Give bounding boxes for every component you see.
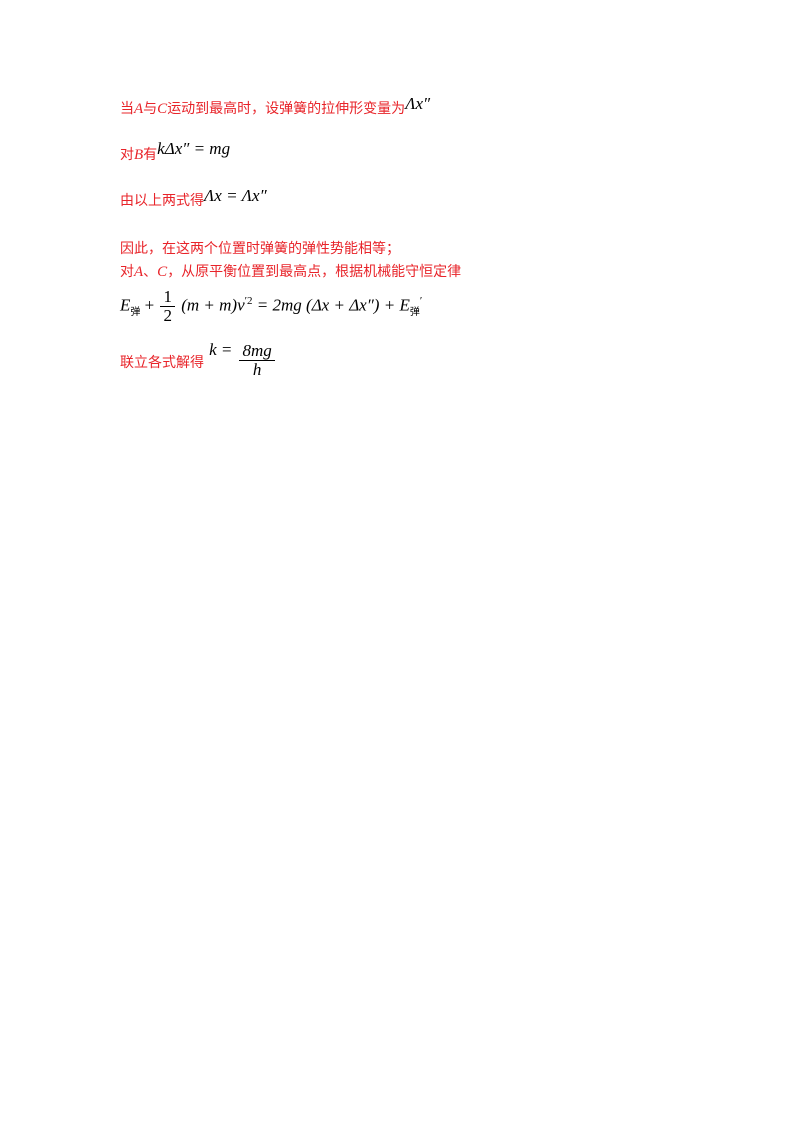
fraction-numerator: 1 [160, 288, 175, 307]
prime: ′ [419, 294, 423, 307]
fraction-result: 8mg h [239, 342, 275, 379]
text: 运动到最高时，设弹簧的拉伸形变量为 [167, 101, 406, 117]
text: 与 [143, 101, 158, 117]
text: 、 [143, 264, 158, 280]
text-line-1: 当A与C运动到最高时，设弹簧的拉伸形变量为Λx″ [120, 94, 430, 118]
variable-C: C [157, 101, 168, 117]
math-equation: Δx″ = mg [164, 139, 231, 158]
text: 由以上两式得 [120, 193, 204, 209]
text-line-2: 对B有kΔx″ = mg [120, 139, 230, 164]
subscript: 弹 [130, 306, 141, 318]
text: 联立各式解得 [120, 355, 204, 371]
math-k: k [157, 139, 165, 158]
text: 对 [120, 147, 134, 163]
text: 当 [120, 101, 134, 117]
variable-B: B [134, 147, 144, 163]
fraction-denominator: h [252, 360, 262, 379]
subscript: 弹 [409, 306, 420, 318]
math-equation: Λx = Λx″ [204, 186, 267, 205]
math-plus: + [144, 295, 155, 315]
math-E: E [120, 295, 131, 315]
text-line-3: 由以上两式得Λx = Λx″ [120, 186, 267, 210]
text: ，从原平衡位置到最高点，根据机械能守恒定律 [167, 264, 462, 280]
text-line-5: 对A、C，从原平衡位置到最高点，根据机械能守恒定律 [120, 261, 461, 281]
math-k-equals: k = [209, 340, 233, 359]
text: 因此，在这两个位置时弹簧的弹性势能相等； [120, 241, 400, 257]
text: 有 [143, 147, 158, 163]
variable-A: A [134, 101, 144, 117]
variable-C: C [157, 264, 168, 280]
fraction-half: 1 2 [160, 288, 175, 325]
fraction-numerator: 8mg [239, 342, 275, 361]
math-v: v [237, 295, 245, 315]
text: 对 [120, 264, 134, 280]
text-line-7: 联立各式解得 k = 8mg h [120, 336, 277, 379]
math-rhs: = 2mg (Δx + Δx″) + E [256, 295, 410, 315]
energy-equation: E弹 + 1 2 (m + m)v′2 = 2mg (Δx + Δx″) + E… [120, 288, 422, 325]
math-delta-x: Λx″ [405, 94, 431, 113]
variable-A: A [134, 264, 144, 280]
superscript: ′2 [244, 294, 253, 307]
fraction-denominator: 2 [163, 306, 172, 325]
text-line-4: 因此，在这两个位置时弹簧的弹性势能相等； [120, 238, 400, 258]
math-paren: (m + m) [181, 295, 238, 315]
